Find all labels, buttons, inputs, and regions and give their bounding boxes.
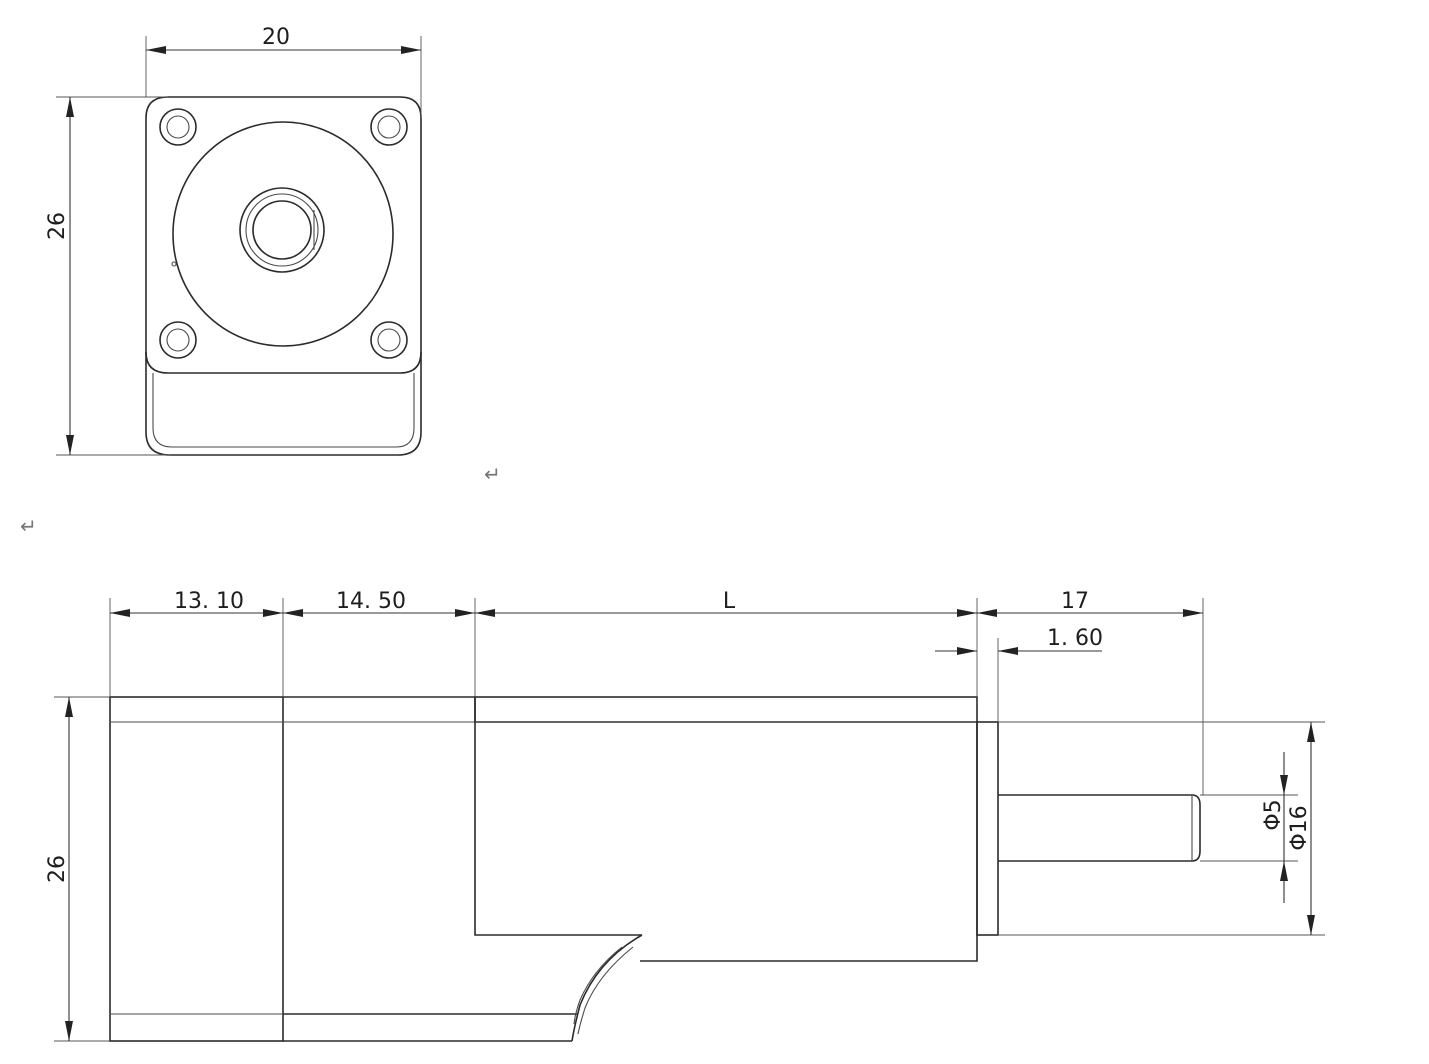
bracket-curve-inner [577,946,634,1035]
housing-body [109,696,284,1042]
mounting-hole [370,321,408,359]
mounting-hole [370,108,408,146]
gearbox-section [283,696,578,1042]
mounting-hole [159,321,197,359]
return-mark: ↵ [484,462,501,486]
side-view: 13. 10 14. 50 L 17 1. 60 26 Φ5 Φ16 [45,589,1325,1042]
dim-label-1-60: 1. 60 [1047,626,1103,651]
dim-label-14-50: 14. 50 [336,589,406,614]
dim-label-13-10: 13. 10 [174,589,244,614]
output-shaft [998,794,1201,862]
flange-plate-edge [145,351,422,374]
shaft-collar [976,721,999,936]
front-boss-circle [172,121,394,347]
small-index-dot [171,261,177,267]
dim-label-L: L [723,589,736,614]
mounting-holes [159,108,408,359]
front-housing-outline [145,96,422,456]
shaft-outer-circle [239,187,325,273]
dim-label-height: 26 [45,212,70,240]
shaft-ring [245,193,319,267]
shaft-inner-circle [252,200,312,260]
dim-label-phi16: Φ16 [1287,805,1312,850]
mounting-hole [159,108,197,146]
dim-label-width: 20 [262,25,290,50]
housing-inner-line [152,373,415,448]
bracket-curve [571,934,643,1042]
dim-label-height: 26 [45,855,70,883]
motor-body-top [474,696,978,723]
front-view: 20 26 [45,25,422,456]
mounting-hole [377,115,401,139]
mounting-hole [166,328,190,352]
return-mark: ↵ [20,514,37,538]
dim-label-17: 17 [1061,589,1089,614]
dim-label-phi5: Φ5 [1261,799,1286,830]
bracket-curve-inner [573,946,623,1025]
mounting-hole [166,115,190,139]
motor-body [474,722,978,962]
mounting-hole [377,328,401,352]
